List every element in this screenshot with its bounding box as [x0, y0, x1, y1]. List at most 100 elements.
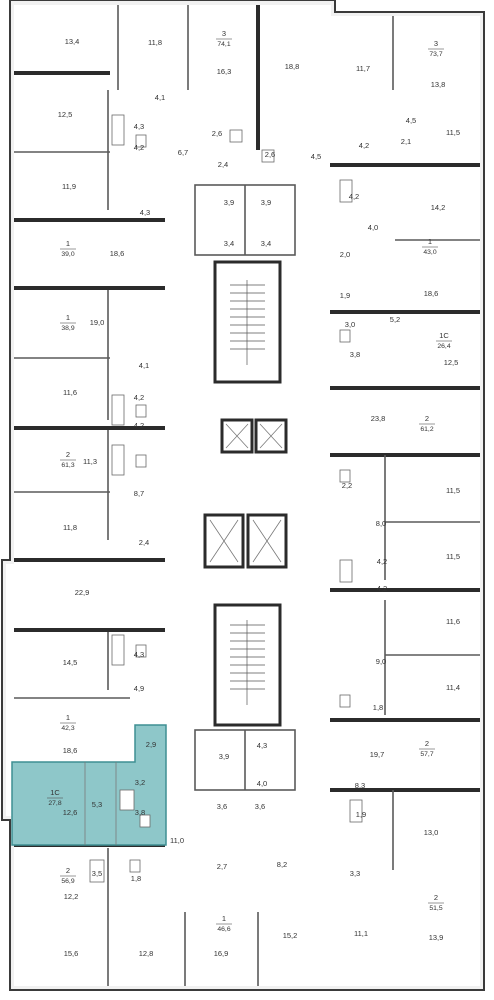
apartment-total-area: 46,6	[217, 926, 230, 933]
room-area-label: 4,1	[139, 361, 149, 370]
room-area-label: 18,6	[63, 746, 78, 755]
apartment-total-area: 38,9	[61, 325, 74, 332]
apartment-total-area: 26,4	[437, 343, 450, 350]
room-area-label: 4,5	[406, 116, 416, 125]
room-area-label: 11,1	[354, 929, 368, 938]
room-area-label: 4,0	[368, 223, 378, 232]
room-area-label: 11,8	[63, 523, 77, 532]
apartment-total-area: 74,1	[217, 41, 230, 48]
room-area-label: 2,0	[340, 250, 350, 259]
room-area-label: 3,6	[255, 802, 265, 811]
room-area-label: 6,7	[178, 148, 188, 157]
room-area-label: 11,4	[446, 683, 460, 692]
room-area-label: 19,7	[370, 750, 385, 759]
room-area-label: 2,1	[401, 137, 411, 146]
apartment-rooms-label: 3	[434, 39, 438, 48]
room-area-label: 13,9	[429, 933, 444, 942]
apartment-total-area: 51,5	[429, 905, 442, 912]
room-area-label: 4,3	[257, 741, 267, 750]
apartment-total-area: 39,0	[61, 251, 74, 258]
room-area-label: 16,9	[214, 949, 229, 958]
apartment-rooms-label: 1	[428, 237, 432, 246]
room-area-label: 3,5	[92, 869, 102, 878]
room-area-label: 4,2	[359, 141, 369, 150]
apartment-rooms-label: 2	[434, 893, 438, 902]
room-area-label: 15,6	[64, 949, 79, 958]
room-area-label: 3,4	[224, 239, 234, 248]
room-area-label: 11,5	[446, 552, 460, 561]
room-area-label: 4,1	[155, 93, 165, 102]
room-area-label: 12,5	[444, 358, 459, 367]
room-area-label: 4,5	[311, 152, 321, 161]
room-area-label: 4,9	[134, 684, 144, 693]
room-area-label: 11,8	[148, 38, 162, 47]
room-area-label: 12,8	[139, 949, 154, 958]
apartment-rooms-label: 1	[222, 914, 226, 923]
room-area-label: 11,6	[446, 617, 460, 626]
room-area-label: 13,8	[431, 80, 446, 89]
room-area-label: 13,4	[65, 37, 80, 46]
room-area-label: 12,2	[64, 892, 79, 901]
central-corridor	[165, 165, 330, 845]
room-area-label: 1,8	[131, 874, 141, 883]
room-area-label: 5,2	[390, 315, 400, 324]
room-area-label: 16,3	[217, 67, 232, 76]
apartment-rooms-label: 1С	[50, 788, 60, 797]
apartment-rooms-label: 2	[425, 414, 429, 423]
apartment-total-area: 42,3	[61, 725, 74, 732]
room-area-label: 4,2	[377, 557, 387, 566]
room-area-label: 2,9	[146, 740, 156, 749]
room-area-label: 4,3	[134, 650, 144, 659]
room-area-label: 3,0	[345, 320, 355, 329]
room-area-label: 11,7	[356, 64, 370, 73]
apartment-rooms-label: 2	[66, 866, 70, 875]
room-area-label: 3,4	[261, 239, 271, 248]
room-area-label: 2,6	[265, 150, 275, 159]
room-area-label: 1,9	[356, 810, 366, 819]
apartment-total-area: 61,2	[420, 426, 433, 433]
core	[194, 184, 296, 791]
room-area-label: 8,3	[355, 781, 365, 790]
apartment-total-area: 27,8	[48, 800, 61, 807]
room-area-label: 2,2	[342, 481, 352, 490]
room-area-label: 4,2	[134, 421, 144, 430]
room-area-label: 4,3	[134, 122, 144, 131]
apartment-total-area: 61,3	[61, 462, 74, 469]
room-area-label: 1,9	[340, 291, 350, 300]
room-area-label: 3,6	[217, 802, 227, 811]
room-area-label: 3,8	[350, 350, 360, 359]
apartment-total-area: 73,7	[429, 51, 442, 58]
room-area-label: 14,2	[431, 203, 446, 212]
apartment-rooms-label: 2	[425, 739, 429, 748]
room-area-label: 8,7	[134, 489, 144, 498]
room-area-label: 3,9	[261, 198, 271, 207]
room-area-label: 8,2	[277, 860, 287, 869]
room-area-label: 4,3	[140, 208, 150, 217]
highlighted-apartment[interactable]	[11, 724, 167, 846]
room-area-label: 18,6	[424, 289, 439, 298]
room-area-label: 13,0	[424, 828, 439, 837]
room-area-label: 18,6	[110, 249, 125, 258]
room-area-label: 9,0	[376, 657, 386, 666]
apartment-total-area: 56,9	[61, 878, 74, 885]
room-area-label: 11,5	[446, 128, 460, 137]
room-area-label: 18,8	[285, 62, 300, 71]
apartment-total-area: 57,7	[420, 751, 433, 758]
room-area-label: 11,5	[446, 486, 460, 495]
room-area-label: 4,2	[349, 192, 359, 201]
room-area-label: 12,6	[63, 808, 78, 817]
room-area-label: 4,2	[134, 143, 144, 152]
bathroom-fixtures	[89, 114, 363, 883]
room-area-label: 3,8	[135, 808, 145, 817]
room-area-label: 3,2	[135, 778, 145, 787]
room-area-label: 23,8	[371, 414, 386, 423]
room-area-label: 1,8	[373, 703, 383, 712]
apartment-rooms-label: 2	[66, 450, 70, 459]
room-area-label: 12,5	[58, 110, 73, 119]
apartment-total-area: 43,0	[423, 249, 436, 256]
apartment-rooms-label: 1	[66, 713, 70, 722]
right-block-walls	[330, 16, 480, 870]
apartment-rooms-label: 1	[66, 239, 70, 248]
